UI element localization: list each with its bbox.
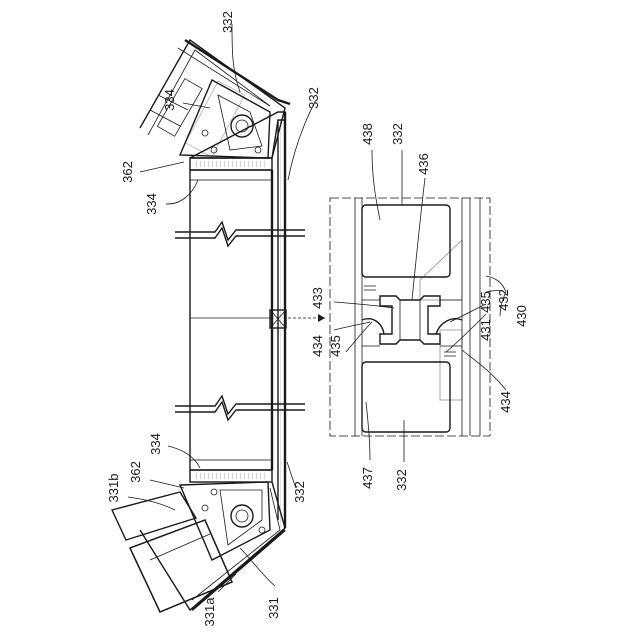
small-hatch-marks — [364, 286, 456, 356]
labels: 332 334 332 362 334 334 362 331b 331a 33… — [106, 11, 529, 626]
label-332-bottom: 332 — [292, 481, 307, 503]
label-332-right: 332 — [306, 87, 321, 109]
label-435-right: 435 — [478, 291, 493, 313]
label-332-top: 332 — [220, 11, 235, 33]
upper-frame-hatch — [420, 240, 462, 300]
label-435-left: 435 — [328, 335, 343, 357]
upper-glass-block — [362, 205, 450, 277]
label-434-right: 434 — [498, 391, 513, 413]
main-frame-body — [190, 170, 272, 470]
left-hook — [362, 319, 384, 334]
label-433: 433 — [310, 287, 325, 309]
label-434-left: 434 — [310, 335, 325, 357]
outer-wall-hatch — [278, 120, 285, 528]
bottom-corner-assembly — [112, 482, 285, 612]
label-431: 431 — [478, 319, 493, 341]
detail-section — [330, 198, 490, 436]
label-331a: 331a — [202, 597, 217, 627]
label-334-bottom: 334 — [148, 433, 163, 455]
bottom-rail-hatch — [196, 473, 266, 479]
label-432: 432 — [496, 289, 511, 311]
detail-frame — [330, 198, 490, 436]
label-437: 437 — [360, 467, 375, 489]
label-334-mid: 334 — [144, 193, 159, 215]
detail-arrow-head — [318, 314, 325, 322]
joint-member — [380, 296, 440, 344]
label-362-top: 362 — [120, 161, 135, 183]
label-332-detail-top: 332 — [390, 123, 405, 145]
joint-member-web — [400, 300, 420, 340]
label-332-detail-bottom: 332 — [394, 469, 409, 491]
main-section — [112, 40, 305, 612]
label-438: 438 — [360, 123, 375, 145]
label-334-top: 334 — [162, 89, 177, 111]
label-436: 436 — [416, 153, 431, 175]
lower-glass-block — [362, 362, 450, 432]
label-430: 430 — [514, 305, 529, 327]
bottom-rail-upper — [190, 460, 272, 470]
label-331: 331 — [266, 597, 281, 619]
label-362-bottom: 362 — [128, 461, 143, 483]
top-rail-hatch — [196, 161, 266, 167]
top-rail-lower — [190, 170, 272, 180]
label-331b: 331b — [106, 474, 121, 503]
